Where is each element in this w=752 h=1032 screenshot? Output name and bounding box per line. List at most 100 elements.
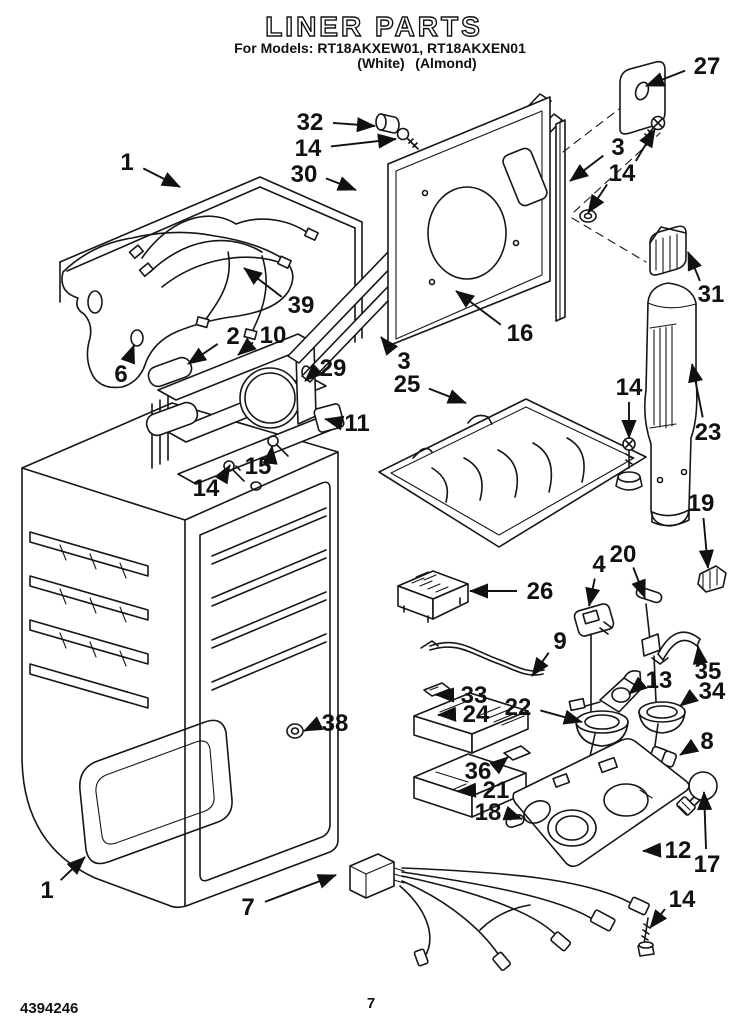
callout-arrow-16 [455,290,502,326]
cabinet-liner [21,402,339,909]
callout-arrow-32 [332,117,376,133]
screw-14-bottom [637,917,655,957]
callout-arrow-14 [587,183,608,214]
callout-arrow-25 [428,387,467,404]
callout-number-36: 36 [465,758,492,785]
clip-19 [697,565,727,593]
callout-number-12: 12 [665,837,692,864]
callout-number-20: 20 [610,541,637,568]
callout-number-14: 14 [295,135,322,162]
callout-arrow-6 [120,344,135,365]
callout-arrow-14 [634,128,656,162]
callout-arrow-27 [645,69,686,87]
lever-13 [568,670,642,713]
callout-number-18: 18 [475,799,502,826]
callout-number-15: 15 [245,453,272,480]
callout-number-31: 31 [698,281,725,308]
callout-number-14: 14 [609,160,636,187]
doc-number: 4394246 [20,1000,78,1017]
callout-number-11: 11 [344,410,369,437]
drain-tube-9 [420,640,545,676]
callout-arrow-8 [679,738,700,756]
callout-arrow-15 [262,445,278,465]
callout-number-32: 32 [297,109,324,136]
callout-arrow-18 [502,805,523,821]
callout-number-8: 8 [700,728,713,755]
callout-number-7: 7 [241,894,254,921]
support-11 [313,403,345,433]
callout-number-34: 34 [699,678,726,705]
callout-number-14: 14 [669,886,696,913]
callout-number-2: 2 [226,323,239,350]
finish-white-label: (White) [357,55,404,71]
callout-number-4: 4 [592,551,606,578]
callout-arrow-38 [303,716,324,732]
callout-arrow-14 [330,133,397,149]
wiring-harness-39 [128,215,319,341]
callout-number-35: 35 [695,658,722,685]
air-duct-23 [644,282,698,527]
callout-number-39: 39 [288,292,315,319]
callout-arrow-22 [540,709,583,725]
callout-number-24: 24 [463,701,490,728]
callout-number-26: 26 [527,578,554,605]
callout-arrow-13 [628,676,648,695]
callout-number-9: 9 [553,628,566,655]
callout-number-22: 22 [505,694,532,721]
page-number: 7 [367,995,375,1012]
callout-number-10: 10 [260,322,287,349]
callout-arrow-4 [585,578,601,607]
callout-arrow-23 [688,363,704,418]
callout-number-23: 23 [695,419,722,446]
callout-arrow-10 [237,337,257,356]
callout-arrow-9 [531,652,550,677]
callout-number-1: 1 [40,877,53,904]
callout-number-38: 38 [322,710,349,737]
callout-arrow-1 [142,167,181,188]
shim-36 [503,745,531,761]
callout-arrow-21 [457,782,477,798]
callout-arrow-31 [687,251,702,282]
callout-arrow-24 [437,706,457,722]
callout-arrow-3 [380,336,399,356]
screw-14-top-left [396,127,419,150]
drain-pan-25 [378,398,647,548]
rear-access-panel-16 [387,96,551,347]
wiring-harness-7 [349,853,650,971]
callout-number-6: 6 [114,361,127,388]
callout-number-3: 3 [397,348,410,375]
callout-arrow-34 [679,688,699,707]
callout-arrow-30 [325,176,357,191]
grommet-38 [286,723,304,739]
callout-arrow-17 [697,791,713,850]
callout-number-13: 13 [646,667,673,694]
callout-number-3: 3 [611,134,624,161]
callout-arrow-14 [649,908,668,929]
callout-number-27: 27 [694,53,721,80]
grommet-6 [130,329,144,347]
models-line: For Models: RT18AKXEW01, RT18AKXEN01 [234,40,526,56]
callout-number-19: 19 [688,490,715,517]
roller-32 [375,113,400,134]
callout-arrow-12 [642,842,662,858]
callout-number-21: 21 [483,777,510,804]
page-title: LINER PARTS [265,11,483,42]
callout-number-14: 14 [193,475,220,502]
callout-number-14: 14 [616,374,643,401]
callout-arrow-20 [631,567,646,599]
callout-number-25: 25 [394,371,421,398]
control-housing-12 [512,738,690,868]
callout-arrow-11 [324,415,345,431]
callout-arrow-36 [489,756,509,775]
callout-arrow-29 [304,363,324,382]
callout-arrow-1 [59,856,86,881]
callout-number-1: 1 [120,149,133,176]
callout-number-29: 29 [320,355,347,382]
callout-number-30: 30 [291,161,318,188]
callout-arrow-14 [214,464,231,485]
callout-arrow-3 [569,154,604,182]
callout-number-17: 17 [694,851,721,878]
breaker-strip-3 [555,119,566,322]
